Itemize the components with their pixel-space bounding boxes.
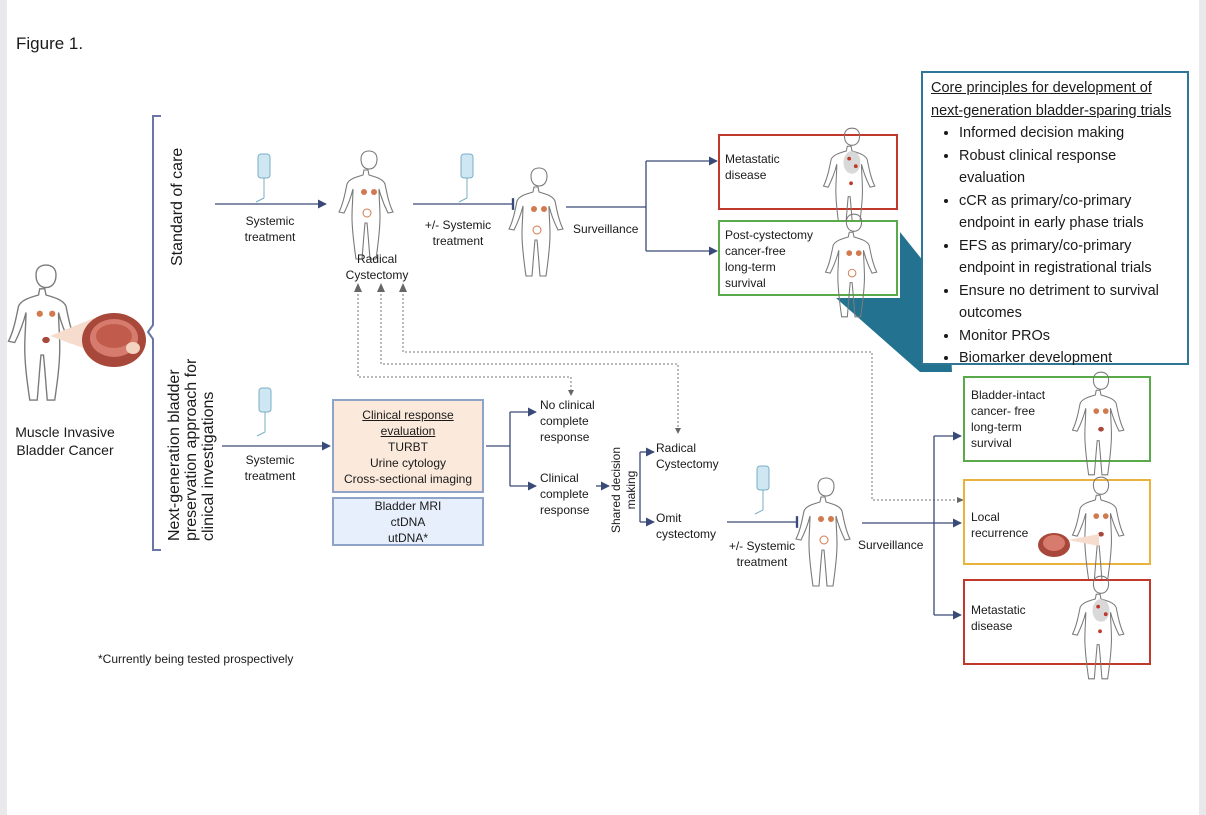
iv-bag-icon — [256, 387, 272, 437]
recurrence-bladder-icon — [1038, 533, 1070, 557]
core-principles-box: Core principles for development of next-… — [921, 71, 1189, 366]
surveillance-figure-2 — [795, 477, 851, 587]
recurrence-zoom-cone — [1068, 534, 1099, 546]
outcome-metastatic-top-label: Metastatic disease — [725, 152, 780, 182]
radical-cystectomy-label-2: Radical Cystectomy — [656, 441, 719, 471]
principle-item: Biomarker development — [959, 347, 1179, 370]
metastatic-figure-2 — [1071, 575, 1125, 680]
radical-cystectomy-label: Radical Cystectomy — [345, 252, 409, 282]
patient-figure — [7, 264, 77, 401]
principle-item: Monitor PROs — [959, 325, 1179, 348]
omit-cystectomy-label: Omit cystectomy — [656, 511, 717, 541]
ccr-label: Clinical complete response — [540, 471, 590, 517]
systemic-treatment-label: Systemic treatment — [244, 214, 296, 244]
investigational-box — [332, 497, 484, 546]
iv-bag-icon — [255, 153, 271, 203]
footnote: *Currently being tested prospectively — [98, 652, 294, 666]
survival-figure — [824, 213, 878, 318]
core-principles-heading: Core principles for development of — [931, 80, 1152, 96]
next-generation-label: Next-generation bladder preservation app… — [166, 358, 217, 541]
cystectomy-figure — [338, 150, 394, 260]
surveillance-split-line-2 — [862, 436, 935, 615]
iv-bag-icon — [458, 153, 474, 203]
evaluation-box-text: Clinical response evaluation TURBT Urine… — [343, 408, 473, 486]
surveillance-figure — [508, 167, 564, 277]
surveillance-label: Surveillance — [573, 222, 639, 236]
metastatic-figure — [822, 127, 876, 232]
dotted-arrowheads — [354, 283, 964, 503]
response-split-line — [486, 412, 511, 486]
surveillance-split-line — [566, 161, 647, 251]
core-principles-list: Informed decision making Robust clinical… — [931, 122, 1179, 370]
shared-decision-label: Shared decision making — [609, 446, 638, 534]
no-ccr-label: No clinical complete response — [540, 398, 595, 444]
outcome-survival-top-box — [718, 220, 898, 296]
systemic-treatment-label-2: Systemic treatment — [244, 453, 296, 483]
core-principles-heading: next-generation bladder-sparing trials — [931, 102, 1172, 119]
optional-systemic-label: +/- Systemic treatment — [424, 218, 492, 248]
local-recurrence-figure — [1071, 476, 1125, 581]
pathway-bracket — [146, 115, 161, 551]
iv-bag-icon — [754, 465, 770, 515]
dotted-feedback-lines — [357, 290, 961, 501]
outcome-local-recurrence-label: Local recurrence — [971, 510, 1029, 540]
outcome-bladder-intact-label: Bladder-intact cancer- free long-term su… — [971, 388, 1046, 450]
outcome-survival-top-label: Post-cystectomy cancer-free long-term su… — [725, 228, 814, 290]
investigational-box-text: Bladder MRI ctDNA utDNA* — [374, 499, 442, 545]
patient-label: Muscle Invasive Bladder Cancer — [15, 424, 115, 458]
outcome-bladder-intact-box — [963, 376, 1151, 462]
optional-systemic-label-2: +/- Systemic treatment — [728, 539, 796, 569]
figure-title: Figure 1. — [16, 34, 84, 53]
outcome-metastatic-top-box — [718, 134, 898, 210]
bladder-intact-figure — [1071, 371, 1125, 476]
surveillance-label-2: Surveillance — [858, 538, 924, 552]
evaluation-box — [332, 399, 484, 493]
standard-of-care-label: Standard of care — [169, 147, 186, 266]
bladder-illustration — [82, 313, 146, 367]
outcome-metastatic-bottom-label: Metastatic disease — [971, 603, 1026, 633]
principle-item: Informed decision making — [959, 122, 1179, 145]
